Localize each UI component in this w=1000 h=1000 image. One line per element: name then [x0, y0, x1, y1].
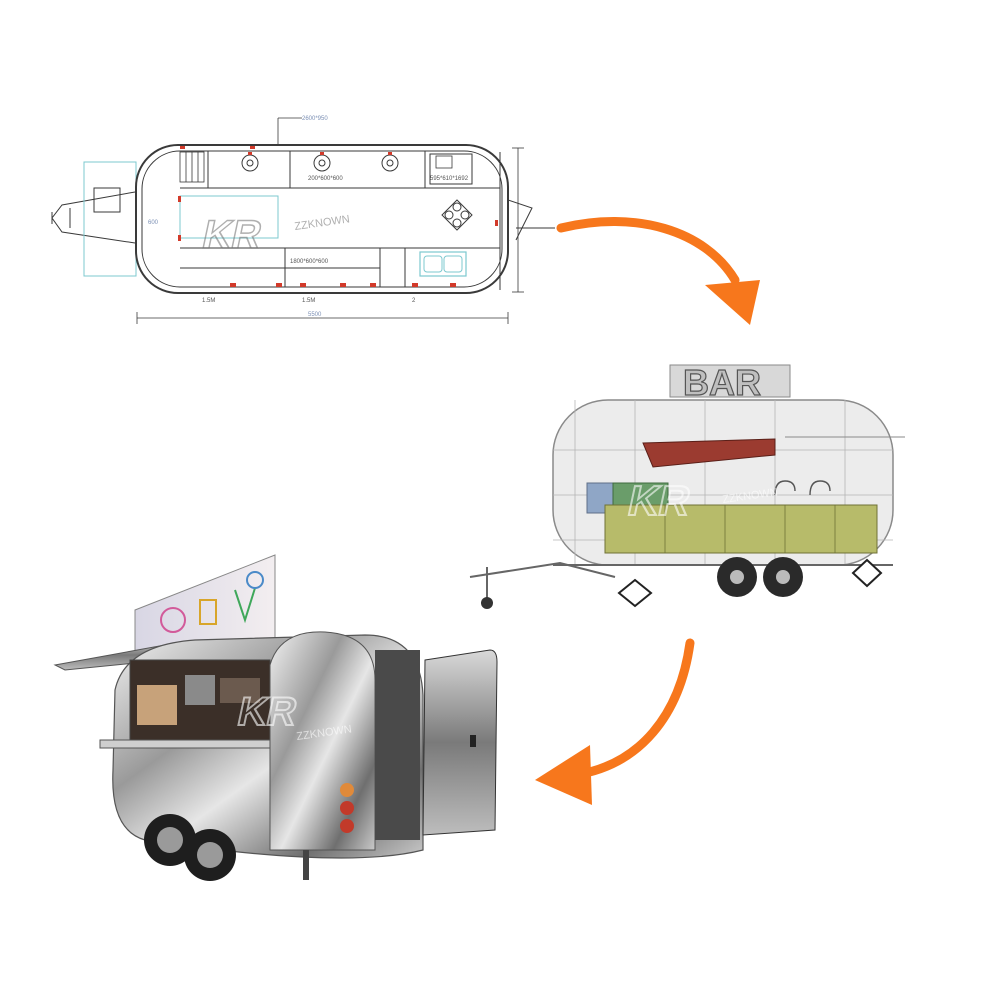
watermark-mark-render: KR [624, 477, 695, 523]
neon-icons [160, 571, 264, 633]
four-bowl-sink [441, 199, 473, 231]
cooktop-burners [241, 154, 399, 172]
wireframe-render: BAR KR ZZKNOWN [469, 361, 905, 609]
taps [774, 480, 831, 496]
rear-jack [303, 850, 309, 880]
bar-sign-text: BAR [683, 362, 761, 403]
plan-burner-dim-label: 200*600*600 [308, 176, 343, 182]
plan-total-length-label: 5500 [308, 312, 322, 318]
finished-trailer-photo: KR ZZKNOWN [53, 554, 498, 881]
sink-cabinet [429, 153, 473, 185]
watermark-logo: KR ZZKNOWN [198, 211, 351, 258]
plan-side-dim-label: 600 [148, 220, 159, 226]
burner-markers [180, 146, 392, 155]
arrow-plan-to-render [556, 217, 760, 325]
bar-sign: BAR [669, 361, 791, 404]
trailer-wheels [144, 814, 236, 881]
watermark-mark-photo: KR [234, 688, 301, 733]
plan-bottom-label-1: 1.5M [202, 298, 215, 304]
awning [642, 438, 776, 468]
stabilizer-legs [617, 558, 883, 608]
tow-hitch [51, 191, 136, 244]
trailer-outline [135, 144, 509, 294]
open-door [422, 649, 498, 836]
service-window-outline [179, 195, 279, 239]
arrow-render-to-photo [535, 638, 695, 805]
floor-plan-drawing: 2600*950 200*600*600 595*610*1692 1800*6… [51, 116, 555, 324]
interior-equipment [137, 675, 260, 725]
side-doorway [375, 650, 420, 840]
plan-sink-dim-label: 595*610*1692 [430, 176, 469, 182]
front-dome [269, 631, 376, 851]
door-window [93, 187, 121, 213]
entry-door-outline [83, 161, 137, 277]
chassis [469, 561, 893, 600]
serving-ledge [99, 739, 286, 749]
counter [604, 504, 878, 554]
trailer-inner-wall [141, 150, 503, 288]
double-sink-outline [419, 251, 467, 277]
outlet-markers [178, 196, 498, 287]
watermark-logo-photo: KR ZZKNOWN [233, 687, 353, 743]
door-handle [470, 735, 476, 747]
plan-top-dim-label: 2600*950 [302, 116, 328, 122]
wheels [717, 557, 803, 597]
jockey-wheel [481, 597, 493, 609]
shelf-rack [179, 151, 205, 183]
watermark-text: ZZKNOWN [294, 213, 351, 233]
watermark-mark: KR [199, 211, 266, 256]
tail-lights [340, 783, 354, 833]
front-nose [507, 199, 533, 241]
plan-fridge-label: 1800*600*600 [290, 259, 329, 265]
plan-bottom-label-2: 1.5M [302, 298, 315, 304]
plan-bottom-label-3: 2 [412, 298, 416, 304]
